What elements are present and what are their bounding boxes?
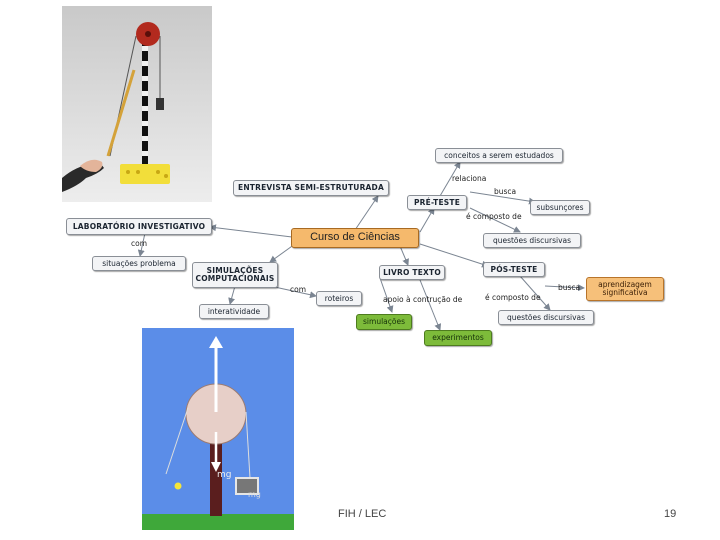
conceitos-node: conceitos a serem estudados xyxy=(435,148,563,163)
experimentos-node: experimentos xyxy=(424,330,492,346)
link-composto-1: é composto de xyxy=(466,212,522,221)
lab-apparatus-photo xyxy=(62,6,212,202)
pos-teste-node: PÓS-TESTE xyxy=(483,262,545,277)
simulacoes-node: simulações xyxy=(356,314,412,330)
link-busca-1: busca xyxy=(494,187,517,196)
aprendizagem-line-1: aprendizagem xyxy=(598,280,652,290)
simulacoes-computacionais-line-1: SIMULAÇÕES xyxy=(206,266,264,276)
simulation-mg-label-1: mg xyxy=(217,470,232,480)
aprendizagem-line-2: significativa xyxy=(602,288,648,297)
entrevista-semi-estruturada-node: ENTREVISTA SEMI-ESTRUTURADA xyxy=(233,180,389,196)
roteiros-node: roteiros xyxy=(316,291,362,306)
aprendizagem-significativa-node: aprendizagem significativa xyxy=(586,277,664,301)
central-concept-node: Curso de Ciências xyxy=(291,228,419,248)
link-relaciona: relaciona xyxy=(452,174,487,183)
page-number: 19 xyxy=(664,508,677,520)
link-apoio: apoio à contrução de xyxy=(383,295,463,304)
link-com-2: com xyxy=(290,285,307,294)
simulacoes-computacionais-node: SIMULAÇÕES COMPUTACIONAIS xyxy=(192,262,278,288)
situacoes-problema-node: situações problema xyxy=(92,256,186,271)
simulation-mg-label-2: mg xyxy=(248,490,261,499)
subsuncores-node: subsunçores xyxy=(530,200,590,215)
simulation-screenshot xyxy=(142,328,294,530)
questoes-discursivas-node-2: questões discursivas xyxy=(498,310,594,325)
link-com-1: com xyxy=(131,239,148,248)
interatividade-node: interatividade xyxy=(199,304,269,319)
link-busca-2: busca xyxy=(558,283,581,292)
questoes-discursivas-node-1: questões discursivas xyxy=(483,233,581,248)
link-composto-2: é composto de xyxy=(485,293,541,302)
footer-source: FIH / LEC xyxy=(338,508,387,520)
simulacoes-computacionais-line-2: COMPUTACIONAIS xyxy=(195,274,275,283)
laboratorio-investigativo-node: LABORATÓRIO INVESTIGATIVO xyxy=(66,218,212,235)
pre-teste-node: PRÉ-TESTE xyxy=(407,195,467,210)
livro-texto-node: LIVRO TEXTO xyxy=(379,265,445,280)
